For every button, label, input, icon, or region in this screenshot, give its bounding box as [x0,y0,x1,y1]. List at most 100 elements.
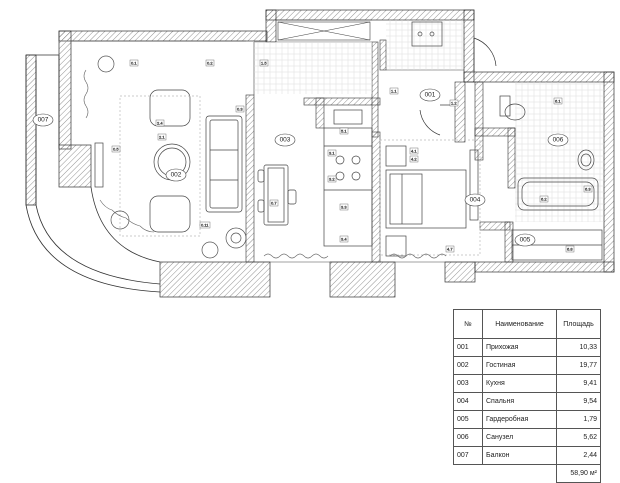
svg-text:2.4: 2.4 [157,121,163,126]
tiled-floors [254,20,604,222]
tag: 1.2 [449,99,459,107]
tag: 1.5 [259,59,269,67]
svg-text:0.3: 0.3 [237,107,243,112]
table-row: 005 Гардеробная 1,79 [453,410,601,429]
entrance-door [419,37,497,136]
svg-text:2.1: 2.1 [159,135,165,140]
tag: 4.2 [409,155,419,163]
room-marker-006: 006 [547,133,569,147]
room-area: 10,33 [556,338,601,357]
tag: 0.1 [129,59,139,67]
room-area: 9,54 [556,392,601,411]
svg-text:3.2: 3.2 [329,177,335,182]
legend-total-spacer [483,465,557,483]
room-area: 1,79 [556,410,601,429]
room-name: Кухня [482,374,557,393]
room-number: 002 [453,356,483,375]
legend-header-number: № [453,309,483,339]
room-number: 004 [453,392,483,411]
curtains [83,69,447,259]
table-row: 006 Санузел 5,62 [453,428,601,447]
total-area: 58,90 м² [556,464,601,483]
legend-header-area: Площадь [556,309,601,339]
bedroom-furniture [379,139,481,257]
svg-text:1.5: 1.5 [261,61,267,66]
tag: 3.3 [339,203,349,211]
svg-text:6.2: 6.2 [541,197,547,202]
room-area: 5,62 [556,428,601,447]
room-area: 9,41 [556,374,601,393]
tag: 4.7 [445,245,455,253]
room-area: 19,77 [556,356,601,375]
room-number: 007 [453,446,483,465]
tag: 3.1 [327,149,337,157]
tag: 0.5 [111,145,121,153]
svg-text:001: 001 [425,92,436,99]
exterior-walls [58,9,615,298]
table-row: 004 Спальня 9,54 [453,392,601,411]
room-name: Спальня [482,392,557,411]
svg-text:0.2: 0.2 [207,61,213,66]
tag: 0.3 [235,105,245,113]
tag: 6.1 [553,97,563,105]
svg-text:6.3: 6.3 [585,187,591,192]
tag: 6.3 [583,185,593,193]
room-marker-001: 001 [419,88,441,102]
svg-text:0.7: 0.7 [271,201,277,206]
legend-header-row: № Наименование Площадь [453,309,601,339]
tag: 1.1 [389,87,399,95]
room-name: Гостиная [482,356,557,375]
svg-text:007: 007 [38,117,49,124]
svg-text:1.2: 1.2 [451,101,457,106]
room-name: Прихожая [482,338,557,357]
tag: 0.11 [199,221,211,229]
table-row: 002 Гостиная 19,77 [453,356,601,375]
svg-text:4.7: 4.7 [447,247,453,252]
room-name: Санузел [482,428,557,447]
interior-walls [245,39,516,263]
room-number: 006 [453,428,483,447]
kitchen-furniture [257,109,373,247]
element-tags: 0.1 0.2 0.3 0.5 0.7 0.11 2.1 4.1 4.2 5.1… [111,59,593,253]
legend-total-spacer [454,465,483,483]
room-number: 003 [453,374,483,393]
table-row: 001 Прихожая 10,33 [453,338,601,357]
room-area: 2,44 [556,446,601,465]
legend-header-name: Наименование [482,309,557,339]
svg-text:0.1: 0.1 [131,61,137,66]
tag: 6.8 [565,245,575,253]
tag: 4.1 [409,147,419,155]
svg-text:3.1: 3.1 [329,151,335,156]
svg-text:0.11: 0.11 [201,223,209,228]
room-name: Гардеробная [482,410,557,429]
room-marker-003: 003 [274,133,296,147]
room-marker-007: 007 [32,113,54,127]
svg-text:002: 002 [171,172,182,179]
legend-total-row: 58,90 м² [454,464,601,483]
svg-text:003: 003 [280,137,291,144]
tag: 2.1 [157,133,167,141]
svg-text:005: 005 [520,237,531,244]
tag: 6.2 [539,195,549,203]
svg-text:3.4: 3.4 [341,237,347,242]
tag: 5.1 [339,127,349,135]
room-marker-002: 002 [165,168,187,182]
tag: 0.2 [205,59,215,67]
tag: 0.7 [269,199,279,207]
svg-text:1.1: 1.1 [391,89,397,94]
living-room-furniture [94,55,247,259]
room-number: 001 [453,338,483,357]
svg-text:3.3: 3.3 [341,205,347,210]
tag: 3.2 [327,175,337,183]
balcony-outline [25,54,161,293]
svg-text:6.1: 6.1 [555,99,561,104]
svg-text:004: 004 [470,197,481,204]
room-marker-005: 005 [514,233,536,247]
table-row: 003 Кухня 9,41 [453,374,601,393]
room-number: 005 [453,410,483,429]
svg-text:0.5: 0.5 [113,147,119,152]
table-row: 007 Балкон 2,44 [453,446,601,465]
svg-text:6.8: 6.8 [567,247,573,252]
tag: 2.4 [155,119,165,127]
